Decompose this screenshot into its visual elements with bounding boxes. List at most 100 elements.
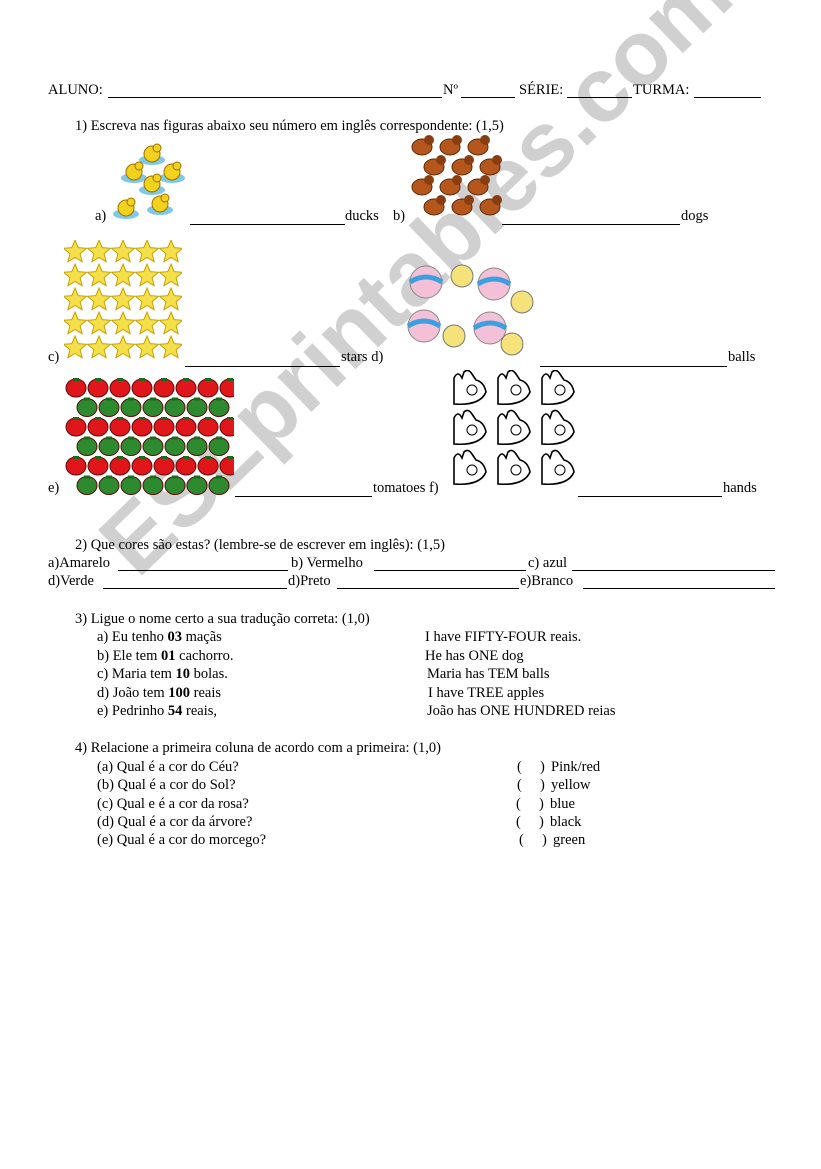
answer-hands[interactable] <box>578 482 722 497</box>
q3-left-item: a) Eu tenho 03 maçãs <box>97 629 222 645</box>
q3-left-text: e) Pedrinho <box>97 703 168 719</box>
label-turma: TURMA: <box>633 82 690 98</box>
answer-dogs[interactable] <box>502 210 680 225</box>
q3-left-number: 100 <box>168 684 191 701</box>
tomato-icon <box>98 437 120 456</box>
star-icon <box>86 240 112 263</box>
q3-left-number: 54 <box>167 703 183 719</box>
tomato-icon <box>197 456 219 476</box>
tomato-icon <box>120 398 142 417</box>
label-dogs: dogs <box>681 208 709 224</box>
label-e: e) <box>48 480 60 496</box>
q3-left-item: c) Maria tem 10 bolas. <box>97 666 228 682</box>
hand-icon <box>497 409 531 446</box>
field-numero[interactable] <box>461 83 515 98</box>
q4-answer-box[interactable]: ( ) <box>517 777 545 794</box>
q4-answer-box[interactable]: ( ) <box>519 832 547 849</box>
star-icon <box>110 286 136 311</box>
tomato-icon <box>131 378 153 398</box>
answer-branco[interactable] <box>583 574 775 589</box>
star-icon <box>134 286 160 311</box>
star-icon <box>158 334 182 359</box>
star-icon <box>134 310 160 335</box>
answer-stars[interactable] <box>185 352 340 367</box>
color-azul: c) azul <box>528 555 568 571</box>
tomato-icon <box>120 437 142 456</box>
star-icon <box>64 334 88 359</box>
field-serie[interactable] <box>567 83 632 98</box>
q3-left-text: c) Maria tem <box>97 666 176 682</box>
q3-left-item: b) Ele tem 01 cachorro. <box>97 648 234 664</box>
q4-option: black <box>550 813 582 830</box>
hand-icon <box>453 370 487 406</box>
tomato-icon <box>65 456 87 476</box>
q3-right-item: I have TREE apples <box>428 684 545 701</box>
q4-answer-box[interactable]: ( ) <box>516 795 544 812</box>
field-turma[interactable] <box>694 83 761 98</box>
answer-ducks[interactable] <box>190 210 345 225</box>
hand-icon <box>541 409 575 446</box>
q3-left-number: 03 <box>167 629 182 645</box>
field-aluno[interactable] <box>108 83 442 98</box>
star-icon <box>110 310 136 335</box>
answer-vermelho[interactable] <box>374 556 526 571</box>
q4-option: green <box>553 832 586 849</box>
q4-answer-box[interactable]: ( ) <box>517 759 545 775</box>
answer-azul[interactable] <box>572 556 775 571</box>
tomato-icon <box>219 456 234 476</box>
label-hands: hands <box>723 480 757 496</box>
star-icon <box>110 334 136 359</box>
answer-amarelo[interactable] <box>118 556 288 571</box>
q3-left-item: e) Pedrinho 54 reais, <box>97 703 217 719</box>
answer-verde[interactable] <box>103 574 287 589</box>
tomato-icon <box>197 417 219 437</box>
tomato-icon <box>76 398 98 417</box>
tomato-icon <box>197 378 219 398</box>
tomato-icon <box>186 398 208 417</box>
face-icon <box>510 290 534 314</box>
tomato-icon <box>153 417 175 437</box>
tomato-icon <box>164 437 186 456</box>
tomato-icon <box>219 378 234 398</box>
tomato-icon <box>219 417 234 437</box>
star-icon <box>158 310 182 335</box>
hand-icon <box>541 370 575 406</box>
q3-left-text: bolas. <box>190 666 228 682</box>
tomato-icon <box>164 476 186 495</box>
label-c: c) <box>48 349 60 365</box>
color-amarelo: a)Amarelo <box>48 555 110 571</box>
q4-option: yellow <box>551 777 591 794</box>
tomato-icon <box>175 378 197 398</box>
q4-option: Pink/red <box>551 759 601 775</box>
tomato-icon <box>76 437 98 456</box>
q3-left-text: reais, <box>182 703 217 719</box>
face-icon <box>450 264 474 288</box>
hand-icon <box>541 449 575 486</box>
q4-answer-box[interactable]: ( ) <box>516 813 544 830</box>
tomato-icon <box>142 476 164 495</box>
tomato-icon <box>142 398 164 417</box>
star-icon <box>86 310 112 335</box>
tomato-icon <box>208 476 230 495</box>
answer-tomatoes[interactable] <box>235 482 372 497</box>
tomato-icon <box>175 417 197 437</box>
hand-icon <box>453 449 487 486</box>
hands-image <box>453 370 575 486</box>
ducks-image <box>113 143 185 219</box>
answer-preto[interactable] <box>337 574 519 589</box>
tomato-icon <box>131 456 153 476</box>
q3-left-text: maçãs <box>181 629 222 645</box>
tomato-icon <box>186 476 208 495</box>
label-numero: Nº <box>443 82 458 98</box>
label-b: b) <box>393 208 406 224</box>
tomatoes-image <box>65 378 234 495</box>
label-balls: balls <box>728 349 756 365</box>
q3-left-item: d) João tem 100 reais <box>97 685 221 701</box>
star-icon <box>158 240 182 263</box>
hand-icon <box>497 370 531 406</box>
tomato-icon <box>120 476 142 495</box>
answer-balls[interactable] <box>540 352 727 367</box>
star-icon <box>64 240 88 263</box>
star-icon <box>64 262 88 287</box>
